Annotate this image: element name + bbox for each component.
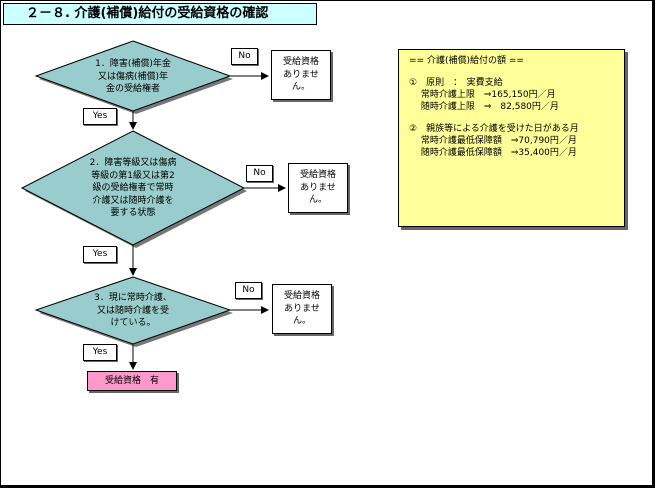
question-3-text: 3．現に常時介護、又は随時介護を受けている。: [94, 293, 172, 328]
info-section-1-title: ① 原則 ： 実費支給: [409, 78, 503, 88]
no-label-2: No: [246, 165, 273, 182]
info-heading: == 介護(補償)給付の額 ==: [409, 56, 524, 66]
yes-label-3: Yes: [83, 344, 117, 361]
info-section-2-line-1: 常時介護最低保障額 ⇒70,790円／月: [409, 136, 577, 146]
no-label-3: No: [235, 282, 262, 299]
info-section-1-line-1: 常時介護上限 ⇒165,150円／月: [409, 90, 556, 100]
yes-label-1: Yes: [83, 108, 117, 125]
benefit-amount-panel: == 介護(補償)給付の額 == ① 原則 ： 実費支給 常時介護上限 ⇒165…: [398, 49, 625, 227]
not-eligible-box-3: 受給資格ありません。: [272, 284, 332, 334]
not-eligible-box-2: 受給資格ありません。: [288, 163, 348, 213]
page-title: ２－８. 介護(補償)給付の受給資格の確認: [3, 3, 317, 25]
info-section-1-line-2: 随時介護上限 ⇒ 82,580円／月: [409, 102, 559, 112]
yes-label-2: Yes: [83, 246, 117, 263]
info-section-2-title: ② 親族等による介護を受けた日がある月: [409, 124, 579, 134]
question-1-text: 1．障害(補償)年金又は傷病(補償)年金の受給権者: [95, 59, 171, 94]
not-eligible-box-1: 受給資格ありません。: [271, 50, 331, 100]
info-section-2-line-2: 随時介護最低保障額 ⇒35,400円／月: [409, 148, 577, 158]
eligible-result-box: 受給資格 有: [87, 371, 177, 391]
no-label-1: No: [231, 48, 258, 65]
